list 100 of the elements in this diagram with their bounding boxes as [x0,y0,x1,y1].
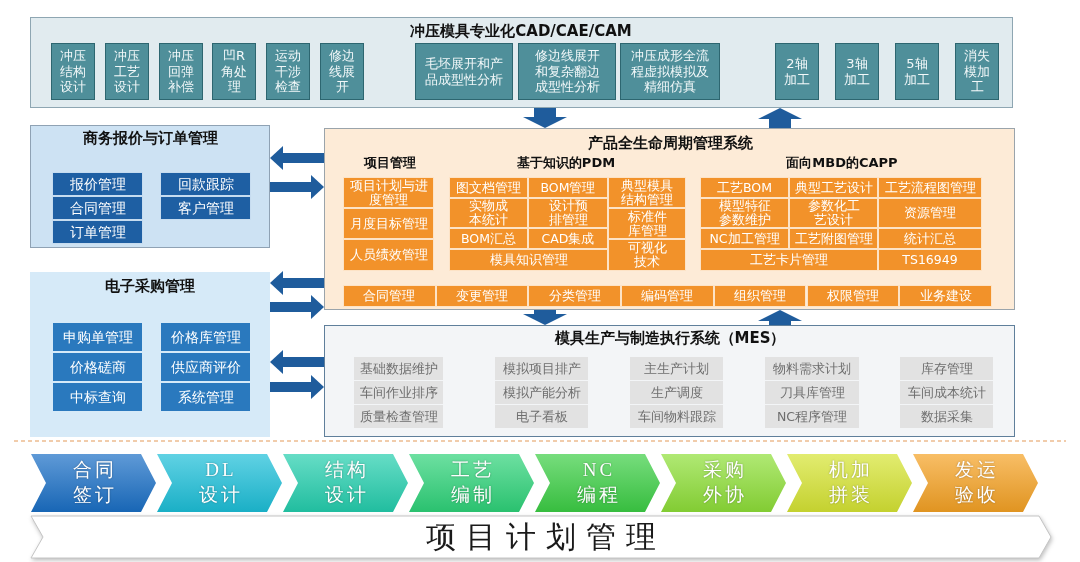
process-step: 结构设计 [283,454,408,512]
panel-title: 商务报价与订单管理 [82,129,218,147]
function-tile: 电子看板 [495,405,588,428]
function-tile: TS16949 [878,249,982,271]
function-tile: 报价管理 [52,172,143,196]
function-tile: 典型工艺设计 [789,177,878,198]
function-tile: 分类管理 [528,285,622,307]
function-tile: 实物成本统计 [449,198,528,228]
process-step: NC编程 [535,454,660,512]
function-tile: 消失模加工 [955,43,999,100]
function-tile: 基础数据维护 [354,357,443,380]
block-arrow [758,108,802,128]
module-panel [30,17,1013,108]
block-arrow [270,175,324,199]
block-arrow [270,375,324,399]
function-tile: 设计预排管理 [528,198,608,228]
panel-title: 产品全生命周期管理系统 [587,134,753,152]
function-tile: 项目计划与进度管理 [343,177,434,208]
function-tile: 供应商评价 [160,352,251,382]
module-panel [30,272,270,437]
function-tile: 工艺卡片管理 [700,249,878,271]
function-tile: 主生产计划 [630,357,723,380]
function-tile: 毛坯展开和产品成型性分析 [415,43,513,100]
process-step: DL设计 [157,454,282,512]
function-tile: 2轴加工 [775,43,819,100]
panel-title: 冲压模具专业化CAD/CAE/CAM [410,22,632,40]
function-tile: 车间成本统计 [900,381,993,404]
function-tile: 合同管理 [343,285,436,307]
process-step: 发运验收 [913,454,1038,512]
function-tile: 月度目标管理 [343,208,434,239]
function-tile: 业务建设 [899,285,992,307]
panel-title: 模具生产与制造执行系统（MES） [554,329,786,347]
function-tile: 组织管理 [713,285,807,307]
function-tile: CAD集成 [528,228,608,249]
function-tile: 冲压结构设计 [51,43,95,100]
function-tile: 合同管理 [52,196,143,220]
function-tile: BOM管理 [528,177,608,198]
function-tile: BOM汇总 [449,228,528,249]
section-heading: 面向MBD的CAPP [786,155,898,171]
block-arrow [270,146,324,170]
function-tile: 订单管理 [52,220,143,244]
function-tile: 数据采集 [900,405,993,428]
function-tile: 工艺附图管理 [789,228,878,249]
function-tile: 模拟项目排产 [495,357,588,380]
module-panel [324,325,1015,437]
module-panel [30,125,270,248]
function-tile: NC程序管理 [765,405,859,428]
function-tile: 价格磋商 [52,352,143,382]
block-arrow [758,310,802,325]
function-tile: 系统管理 [160,382,251,412]
function-tile: 模拟产能分析 [495,381,588,404]
function-tile: 质量检查管理 [354,405,443,428]
function-tile: 工艺BOM [700,177,789,198]
process-step: 工艺编制 [409,454,534,512]
block-arrow [270,350,324,374]
function-tile: 车间作业排序 [354,381,443,404]
process-step: 机加拼装 [787,454,912,512]
function-tile: 物料需求计划 [765,357,859,380]
section-heading: 基于知识的PDM [516,155,616,171]
function-tile: 模具知识管理 [449,249,608,271]
block-arrow [270,295,324,319]
function-tile: 冲压回弹补偿 [159,43,203,100]
process-step: 采购外协 [661,454,786,512]
function-tile: 修边线展开 [320,43,364,100]
function-tile: 运动干涉检查 [266,43,310,100]
function-tile: 生产调度 [630,381,723,404]
function-tile: 3轴加工 [835,43,879,100]
function-tile: 资源管理 [878,198,982,228]
function-tile: 编码管理 [621,285,714,307]
section-heading: 项目管理 [364,155,416,171]
function-tile: 工艺流程图管理 [878,177,982,198]
function-tile: 典型模具结构管理 [608,177,686,208]
function-tile: 权限管理 [806,285,900,307]
function-tile: 库存管理 [900,357,993,380]
function-tile: 统计汇总 [878,228,982,249]
function-tile: NC加工管理 [700,228,789,249]
function-tile: 回款跟踪 [160,172,251,196]
block-arrow [523,310,567,325]
function-tile: 客户管理 [160,196,251,220]
module-panel [324,128,1015,310]
function-tile: 冲压成形全流程虚拟模拟及精细仿真 [620,43,720,100]
process-step: 合同签订 [31,454,156,512]
panel-title: 电子采购管理 [105,277,195,295]
function-tile: 车间物料跟踪 [630,405,723,428]
function-tile: 参数化工艺设计 [789,198,878,228]
block-arrow [523,108,567,128]
function-tile: 标准件库管理 [608,208,686,239]
function-tile: 申购单管理 [52,322,143,352]
function-tile: 刀具库管理 [765,381,859,404]
function-tile: 图文档管理 [449,177,528,198]
function-tile: 可视化技术 [608,239,686,271]
block-arrow [270,271,324,295]
function-tile: 变更管理 [435,285,529,307]
function-tile: 5轴加工 [895,43,939,100]
function-tile: 价格库管理 [160,322,251,352]
function-tile: 人员绩效管理 [343,239,434,271]
function-tile: 修边线展开和复杂翻边成型性分析 [518,43,616,100]
function-tile: 中标查询 [52,382,143,412]
timeline-band: 项目计划管理 [31,516,1051,558]
function-tile: 模型特征参数维护 [700,198,789,228]
